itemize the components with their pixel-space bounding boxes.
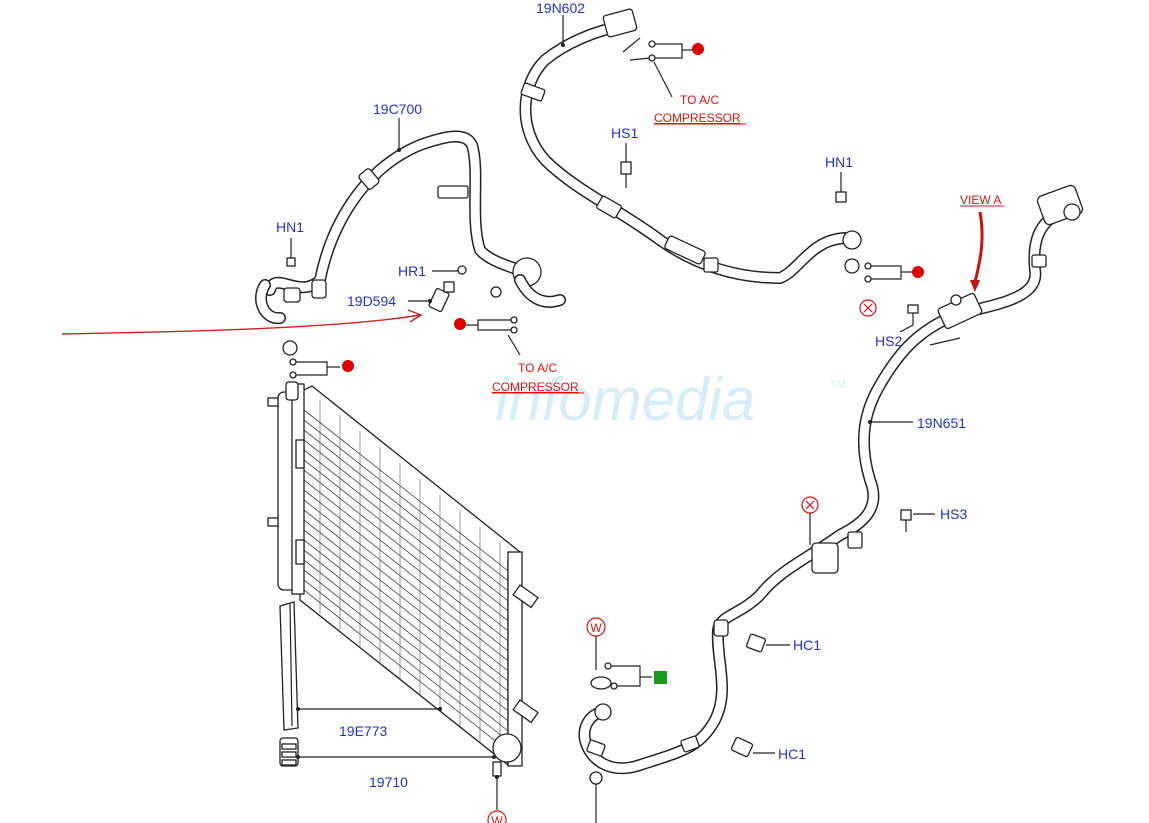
condenser-vertical-fins [319,400,501,758]
clip-hc1-upper [746,633,790,653]
w-marker-upper: W [590,621,602,635]
view-a-arrow [970,211,984,292]
w-marker-bottom: W [487,810,507,823]
red-dot-marker [342,360,354,372]
label-19n602: 19N602 [536,0,585,16]
nut-hn1-right [835,172,924,317]
label-19n651: 19N651 [917,415,966,431]
oring-block-green: W [586,617,667,690]
hose-19n602 [519,8,862,284]
oring-stack-left [282,340,354,379]
label-19e773: 19E773 [339,723,387,739]
side-seal-strip [279,601,299,731]
hose-19n651 [578,184,1084,775]
callout-to-ac-mid-1: TO A/C [518,361,557,375]
annotation-arrow [61,309,423,335]
watermark: infomedia TM [495,366,846,433]
drier-cartridge [279,737,299,767]
callout-view-a: VIEW A [960,193,1001,207]
oring-block-top [622,37,704,98]
stud-hs1 [620,143,632,188]
label-hn1-right: HN1 [825,154,853,170]
callout-to-ac-top-2: COMPRESSOR [654,111,741,125]
screw-hs2 [899,304,919,333]
label-hs1: HS1 [611,125,638,141]
clip-hc1-lower [730,736,775,758]
watermark-text: infomedia [495,366,755,433]
label-hs2: HS2 [875,333,902,349]
nut-hn1-left [286,238,296,267]
callout-to-ac-top-1: TO A/C [680,93,719,107]
bottom-stud [589,771,603,823]
label-19c700: 19C700 [373,101,422,117]
x-marker-mid [801,496,819,545]
green-square-marker [654,671,667,684]
condenser-fins [303,409,513,755]
red-dot-marker-mid [454,318,466,330]
condenser [267,381,539,810]
label-19d594: 19D594 [347,293,396,309]
hose-19c700 [255,118,566,325]
watermark-tm: TM [830,379,846,391]
screw-hs3 [900,509,935,532]
w-marker-lower: W [491,814,503,823]
label-hn1-left: HN1 [276,219,304,235]
pressure-switch-19d594 [408,265,467,313]
oring-block-middle [454,286,521,356]
label-hc1-lower: HC1 [778,746,806,762]
label-hc1-upper: HC1 [793,637,821,653]
red-dot-marker-top [692,43,704,55]
label-hs3: HS3 [940,506,967,522]
label-hr1: HR1 [398,263,426,279]
callout-to-ac-mid-2: COMPRESSOR [492,380,579,394]
label-19710: 19710 [369,774,408,790]
red-dot-marker-right [912,266,924,278]
